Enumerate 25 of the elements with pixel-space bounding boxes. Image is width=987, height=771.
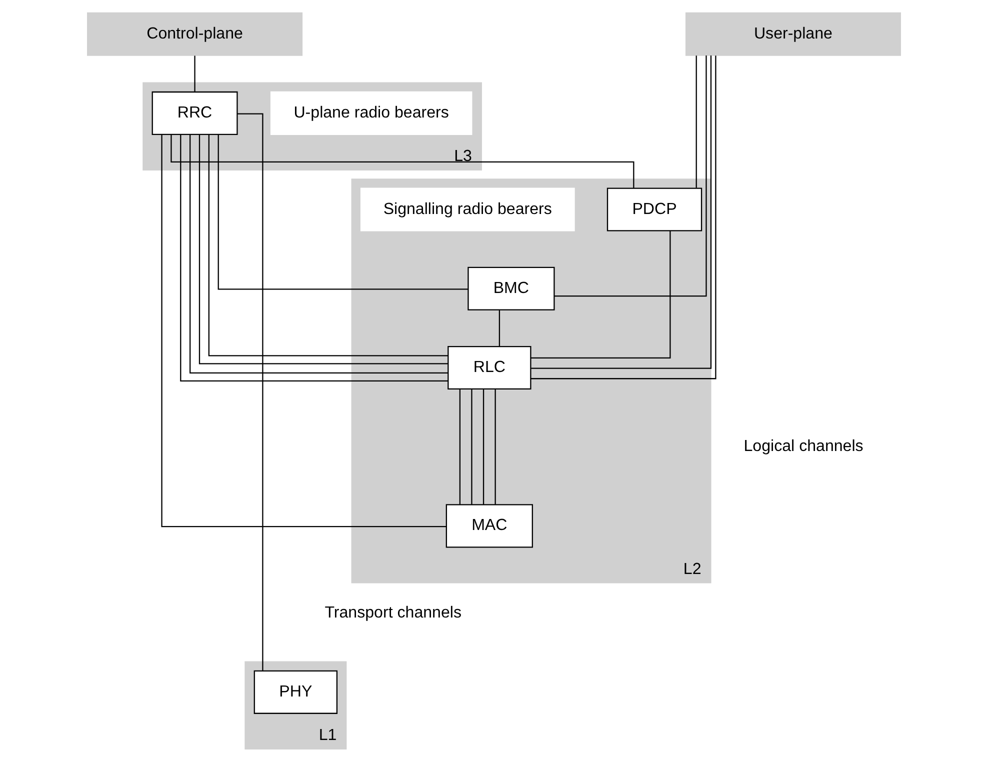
node-box: MAC bbox=[445, 504, 532, 548]
node-box: BMC bbox=[467, 266, 554, 310]
label: Logical channels bbox=[743, 437, 863, 456]
connector bbox=[482, 389, 484, 504]
node-box: PHY bbox=[253, 670, 337, 714]
connector bbox=[170, 134, 634, 188]
node-box: U-plane radio bearers bbox=[270, 91, 472, 135]
connector bbox=[217, 134, 468, 290]
connector bbox=[554, 56, 706, 297]
label: Transport channels bbox=[324, 603, 462, 622]
node-box: Control-plane bbox=[86, 12, 302, 56]
connector bbox=[236, 113, 263, 671]
connector bbox=[470, 389, 472, 504]
node-box: RRC bbox=[151, 91, 238, 135]
connector bbox=[498, 310, 500, 346]
connector bbox=[494, 389, 496, 504]
connector bbox=[194, 56, 195, 92]
connector bbox=[458, 389, 460, 504]
connector bbox=[530, 230, 670, 359]
node-box: PDCP bbox=[606, 188, 702, 232]
connector bbox=[695, 56, 696, 188]
node-box: RLC bbox=[447, 346, 531, 390]
node-box: User-plane bbox=[684, 12, 900, 56]
node-box: Signalling radio bearers bbox=[360, 188, 574, 232]
connector bbox=[160, 134, 446, 528]
